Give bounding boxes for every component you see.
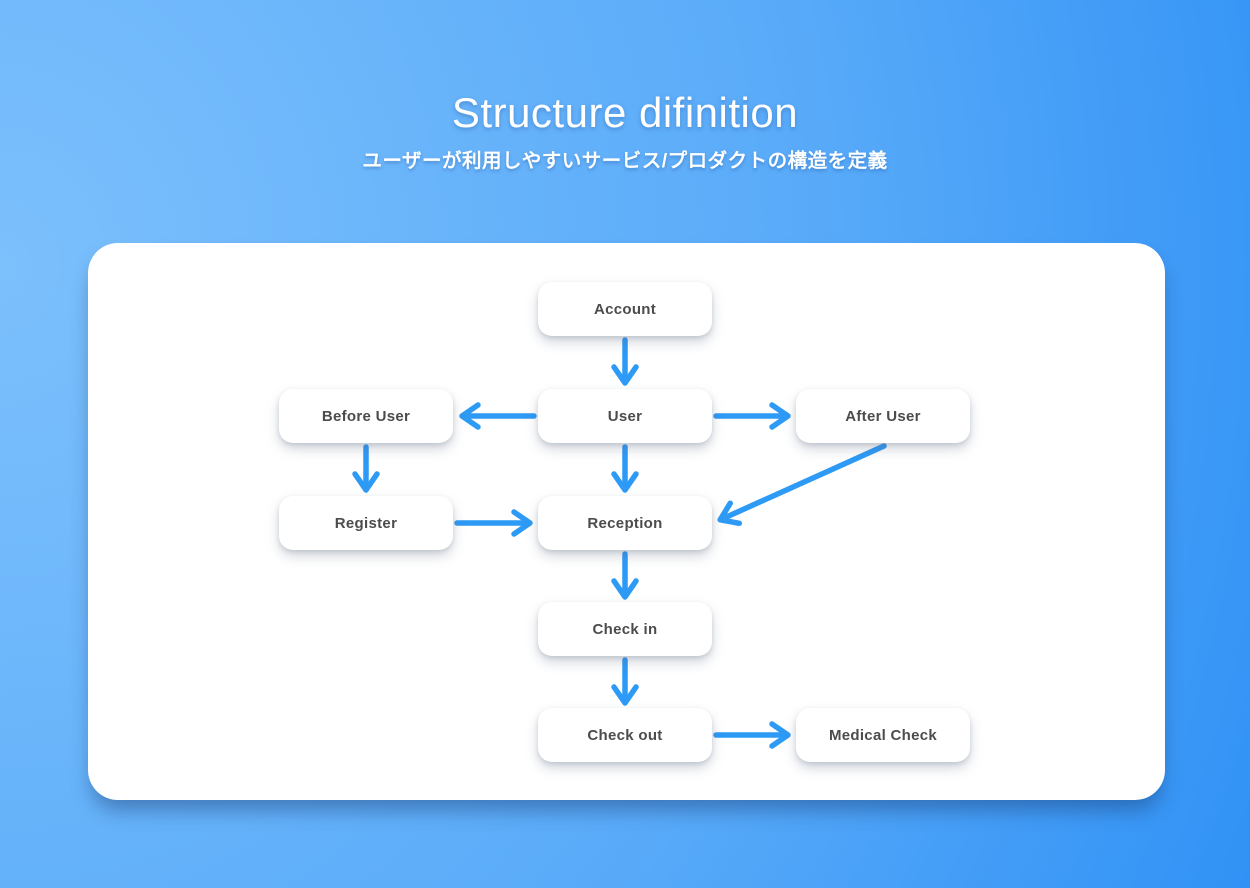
- node-medical-check: Medical Check: [796, 708, 970, 762]
- node-after-user: After User: [796, 389, 970, 443]
- node-account-label: Account: [593, 300, 657, 318]
- node-medical-check-label: Medical Check: [828, 726, 938, 744]
- node-account: Account: [538, 282, 712, 336]
- page-subtitle: ユーザーが利用しやすいサービス/プロダクトの構造を定義: [362, 150, 888, 173]
- node-register: Register: [279, 496, 453, 550]
- node-user: User: [538, 389, 712, 443]
- node-reception-label: Reception: [587, 514, 663, 532]
- node-check-in: Check in: [538, 602, 712, 656]
- node-reception: Reception: [538, 496, 712, 550]
- node-after-user-label: After User: [845, 407, 921, 425]
- page-title: Structure difinition: [451, 89, 799, 136]
- node-user-label: User: [607, 407, 643, 425]
- node-check-in-label: Check in: [592, 620, 658, 638]
- node-check-out: Check out: [538, 708, 712, 762]
- node-before-user: Before User: [279, 389, 453, 443]
- node-register-label: Register: [334, 514, 398, 532]
- node-before-user-label: Before User: [321, 407, 411, 425]
- node-check-out-label: Check out: [587, 726, 663, 744]
- header: Structure difinition ユーザーが利用しやすいサービス/プロダ…: [0, 89, 1250, 173]
